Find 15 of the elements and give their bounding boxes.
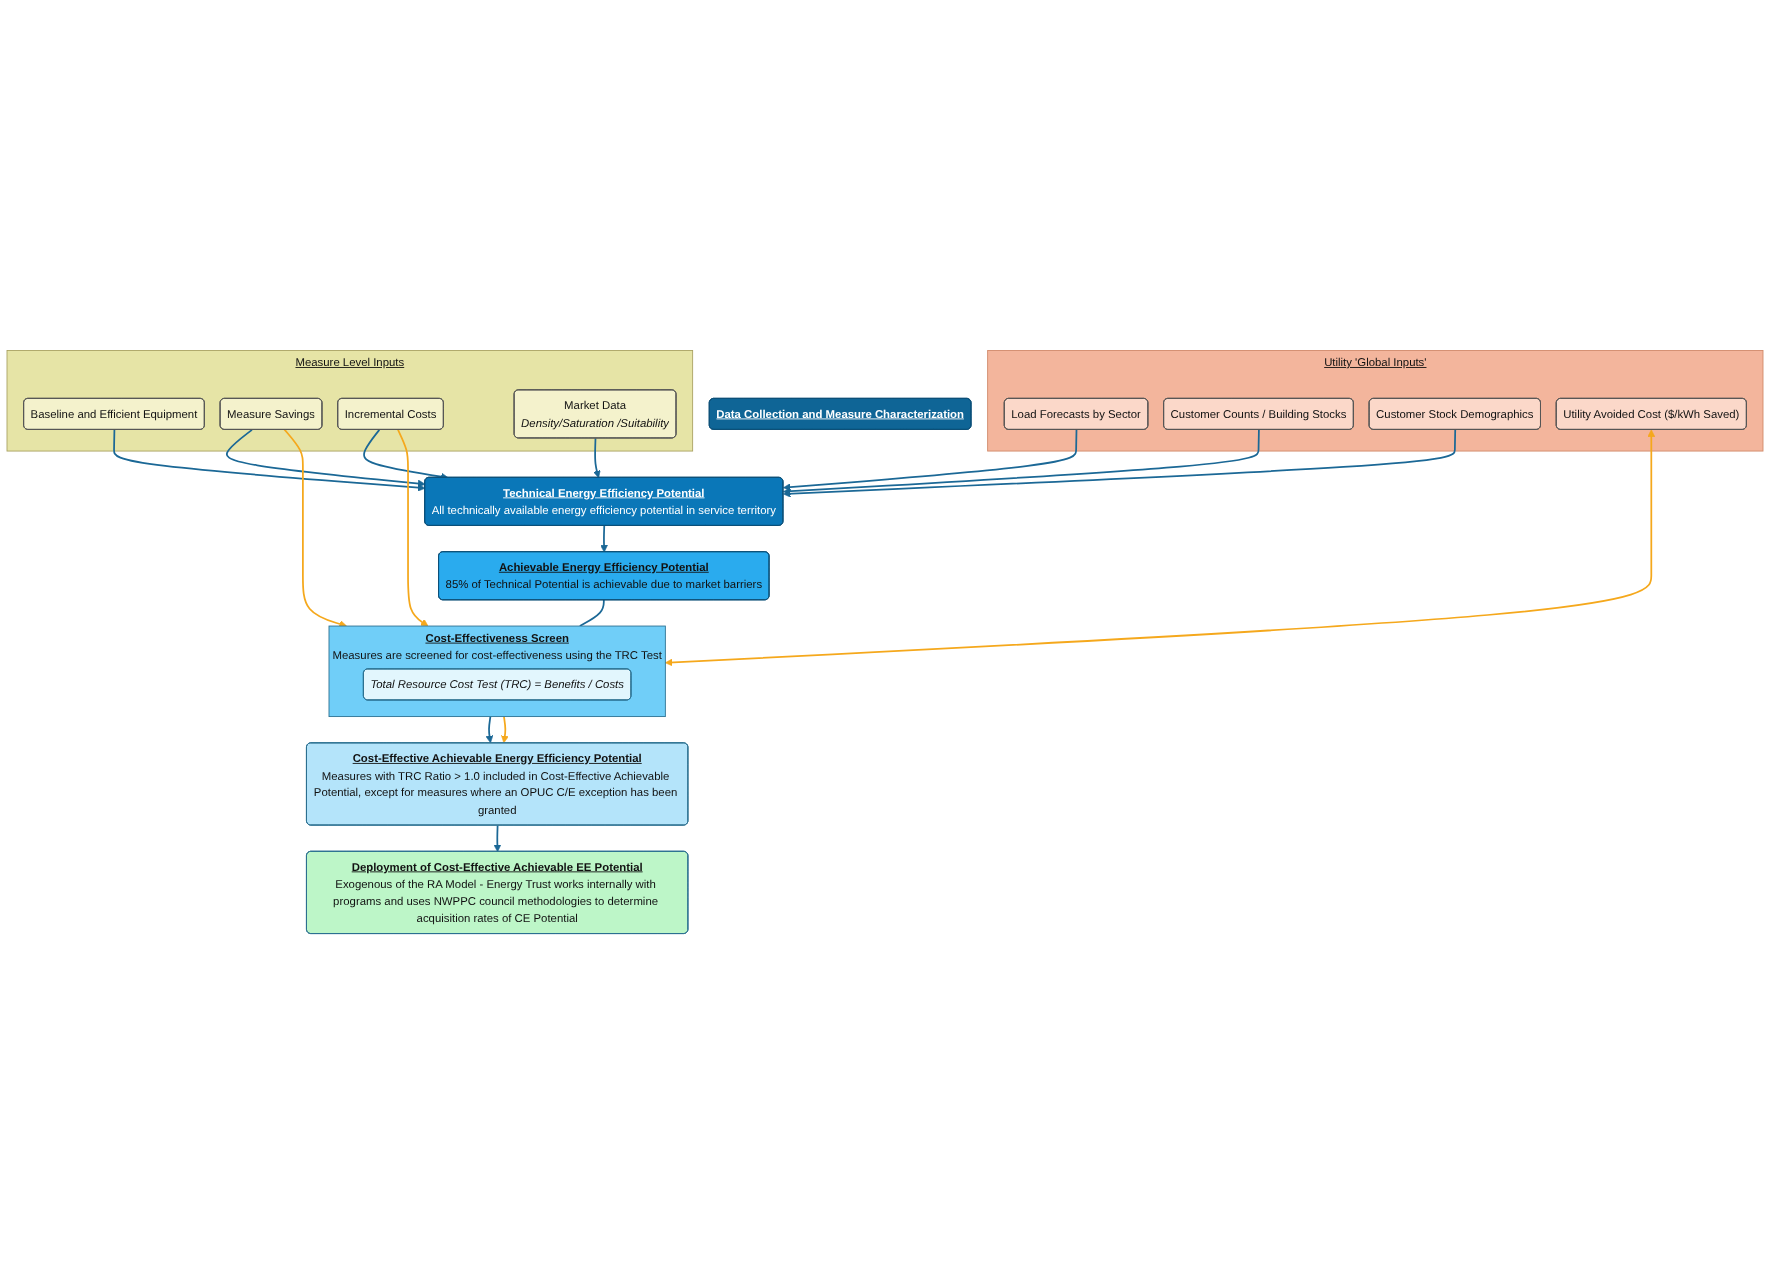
arrow bbox=[225, 428, 426, 488]
arrow bbox=[493, 824, 502, 853]
arrow bbox=[113, 428, 426, 492]
arrow bbox=[485, 715, 494, 744]
arrow bbox=[665, 429, 1656, 667]
arrow bbox=[783, 428, 1260, 496]
arrow bbox=[396, 428, 429, 627]
arrow bbox=[783, 428, 1457, 498]
connector bbox=[578, 598, 605, 627]
arrow bbox=[501, 715, 509, 744]
arrow bbox=[363, 428, 449, 481]
arrow bbox=[783, 428, 1078, 491]
arrow bbox=[600, 525, 608, 553]
arrow bbox=[283, 428, 347, 628]
arrow bbox=[593, 437, 601, 479]
